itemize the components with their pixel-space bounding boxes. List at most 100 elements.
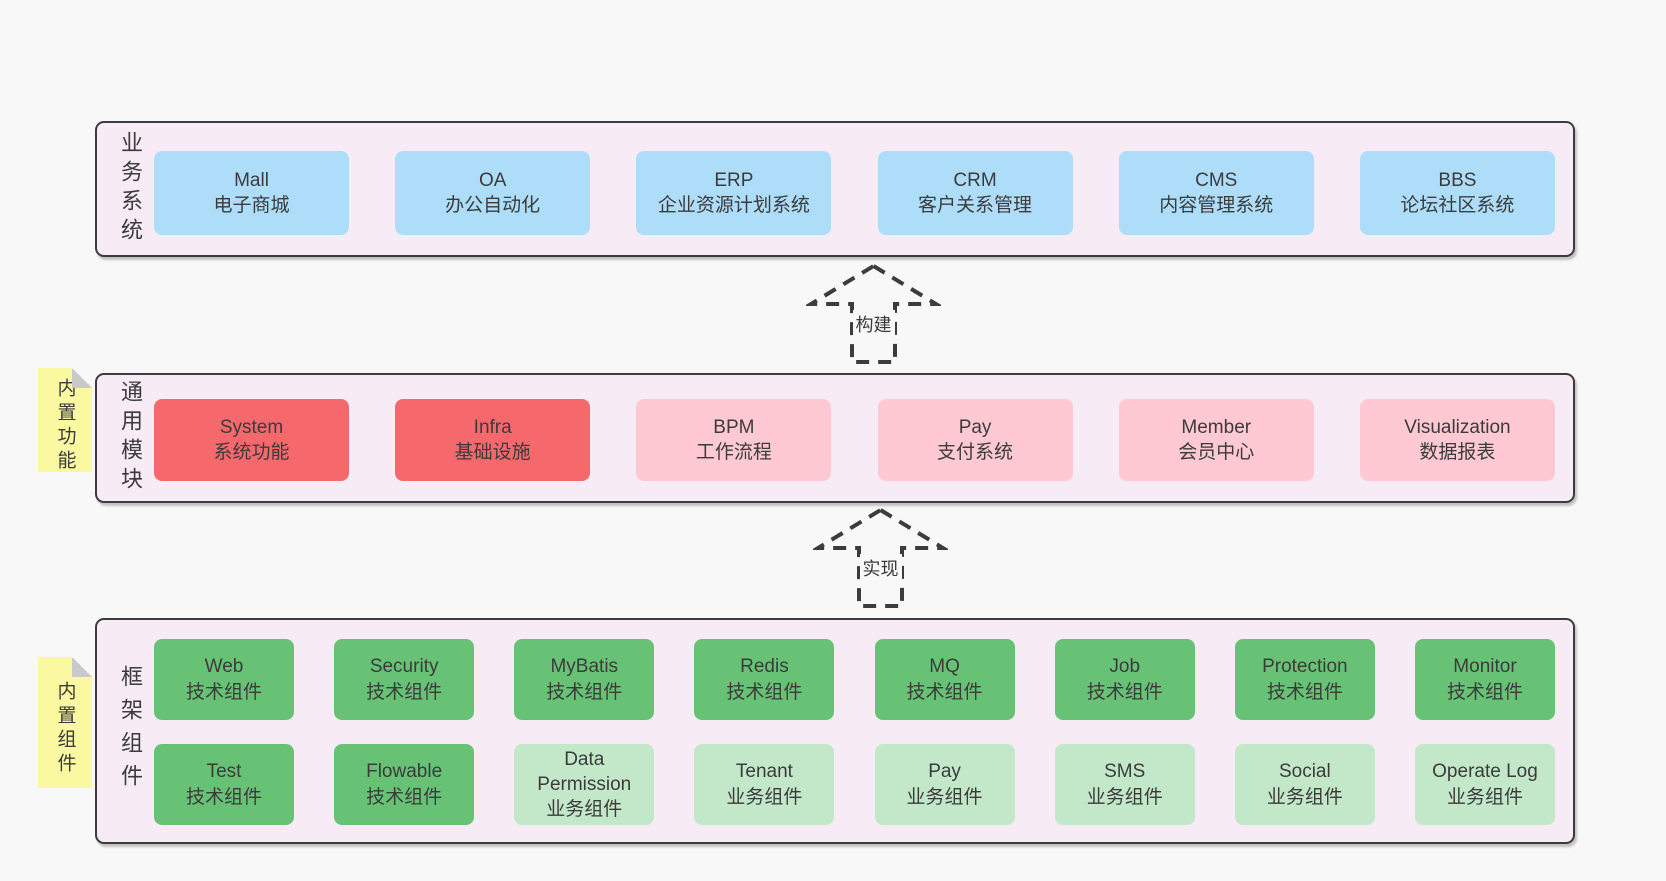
box-title: Protection <box>1262 656 1348 678</box>
box-subtitle: 支付系统 <box>937 442 1014 463</box>
box-title: Operate Log <box>1432 761 1538 783</box>
box-subtitle: 电子商城 <box>213 195 290 216</box>
box-title: Visualization <box>1404 416 1511 438</box>
box-subtitle: 技术组件 <box>1086 681 1163 703</box>
box-sms: SMS 业务组件 <box>1054 744 1195 825</box>
sticky-note-builtin-components: 内置组件 <box>38 657 92 788</box>
box-protection: Protection 技术组件 <box>1234 639 1375 720</box>
panel-label-framework-components: 框架组件 <box>118 665 143 797</box>
box-subtitle: 技术组件 <box>366 786 443 808</box>
box-redis: Redis 技术组件 <box>694 639 835 720</box>
box-subtitle: 技术组件 <box>726 681 803 703</box>
box-mq: MQ 技术组件 <box>874 639 1015 720</box>
box-subtitle: 企业资源计划系统 <box>657 195 810 216</box>
box-infra: Infra 基础设施 <box>395 399 591 481</box>
box-subtitle: 技术组件 <box>1446 681 1523 703</box>
box-test: Test 技术组件 <box>154 744 294 825</box>
box-subtitle: 业务组件 <box>906 786 983 808</box>
box-title: Data Permission <box>537 748 632 795</box>
box-flowable: Flowable 技术组件 <box>334 744 475 825</box>
box-cms: CMS 内容管理系统 <box>1118 151 1314 235</box>
panel-business-systems: 业务系统 Mall 电子商城 OA 办公自动化 ERP 企业资源计划系统 CRM… <box>95 121 1575 257</box>
folded-corner-icon <box>72 368 92 388</box>
box-subtitle: 业务组件 <box>1446 786 1523 808</box>
box-subtitle: 技术组件 <box>906 681 983 703</box>
box-title: BPM <box>713 416 755 438</box>
arrow-implement: 实现 <box>813 506 948 610</box>
box-mybatis: MyBatis 技术组件 <box>514 639 655 720</box>
box-title: Redis <box>740 656 789 678</box>
box-title: Web <box>204 656 244 678</box>
box-subtitle: 会员中心 <box>1178 442 1255 463</box>
box-title: Flowable <box>366 761 443 783</box>
box-subtitle: 技术组件 <box>546 681 623 703</box>
box-security: Security 技术组件 <box>334 639 475 720</box>
sticky-note-builtin-features: 内置功能 <box>38 368 92 474</box>
box-subtitle: 办公自动化 <box>445 195 541 216</box>
box-subtitle: 业务组件 <box>1266 786 1343 808</box>
panel-common-modules: 通用模块 System 系统功能 Infra 基础设施 BPM 工作流程 Pay… <box>95 373 1575 503</box>
box-subtitle: 技术组件 <box>185 681 262 703</box>
panel-framework-components: 框架组件 Web 技术组件 Security 技术组件 MyBatis 技术组件… <box>95 618 1575 844</box>
box-title: Member <box>1181 416 1252 438</box>
box-subtitle: 技术组件 <box>185 786 262 808</box>
box-crm: CRM 客户关系管理 <box>877 151 1073 235</box>
arrow-label-implement: 实现 <box>859 554 902 582</box>
box-bbs: BBS 论坛社区系统 <box>1359 151 1555 235</box>
modules-boxes-row: System 系统功能 Infra 基础设施 BPM 工作流程 Pay 支付系统… <box>154 399 1555 481</box>
box-title: Monitor <box>1453 656 1517 678</box>
box-mall: Mall 电子商城 <box>154 151 349 235</box>
box-web: Web 技术组件 <box>154 639 294 720</box>
box-title: Pay <box>958 416 992 438</box>
box-bpm: BPM 工作流程 <box>636 399 832 481</box>
box-data-permission: Data Permission 业务组件 <box>514 744 655 825</box>
box-title: CMS <box>1195 169 1238 191</box>
box-title: CRM <box>953 169 997 191</box>
box-subtitle: 业务组件 <box>1086 786 1163 808</box>
box-title: Job <box>1109 656 1141 678</box>
box-title: ERP <box>714 169 754 191</box>
box-tenant: Tenant 业务组件 <box>694 744 835 825</box>
box-title: SMS <box>1104 761 1146 783</box>
box-job: Job 技术组件 <box>1054 639 1195 720</box>
box-title: BBS <box>1438 169 1477 191</box>
box-subtitle: 技术组件 <box>366 681 443 703</box>
box-social: Social 业务组件 <box>1234 744 1375 825</box>
business-boxes-row: Mall 电子商城 OA 办公自动化 ERP 企业资源计划系统 CRM 客户关系… <box>154 151 1555 235</box>
panel-label-common-modules: 通用模块 <box>118 380 143 496</box>
box-title: Tenant <box>735 761 793 783</box>
box-title: Infra <box>473 416 512 438</box>
box-title: Security <box>369 656 439 678</box>
box-title: Test <box>206 761 242 783</box>
box-system: System 系统功能 <box>154 399 349 481</box>
panel-label-business-systems: 业务系统 <box>118 131 143 247</box>
box-title: MyBatis <box>550 656 619 678</box>
box-oa: OA 办公自动化 <box>395 151 591 235</box>
framework-boxes-row-2: Test 技术组件 Flowable 技术组件 Data Permission … <box>154 744 1555 825</box>
box-title: MQ <box>929 656 960 678</box>
box-subtitle: 系统功能 <box>213 442 290 463</box>
box-member: Member 会员中心 <box>1118 399 1314 481</box>
sticky-note-text: 内置功能 <box>54 378 76 474</box>
arrow-build: 构建 <box>806 262 941 366</box>
box-pay-module: Pay 支付系统 <box>877 399 1073 481</box>
sticky-note-text: 内置组件 <box>54 680 76 777</box>
box-title: Pay <box>928 761 961 783</box>
box-subtitle: 业务组件 <box>546 799 623 821</box>
box-subtitle: 基础设施 <box>454 442 531 463</box>
box-visualization: Visualization 数据报表 <box>1359 399 1555 481</box>
folded-corner-icon <box>72 657 92 677</box>
box-title: Social <box>1278 761 1331 783</box>
box-title: System <box>219 416 284 438</box>
arrow-label-build: 构建 <box>852 310 895 338</box>
box-erp: ERP 企业资源计划系统 <box>636 151 832 235</box>
framework-boxes-row-1: Web 技术组件 Security 技术组件 MyBatis 技术组件 Redi… <box>154 639 1555 720</box>
box-title: OA <box>478 169 507 191</box>
box-subtitle: 论坛社区系统 <box>1400 195 1515 216</box>
box-subtitle: 内容管理系统 <box>1159 195 1274 216</box>
box-title: Mall <box>234 169 269 191</box>
box-subtitle: 工作流程 <box>695 442 772 463</box>
box-subtitle: 客户关系管理 <box>918 195 1033 216</box>
box-operate-log: Operate Log 业务组件 <box>1414 744 1555 825</box>
